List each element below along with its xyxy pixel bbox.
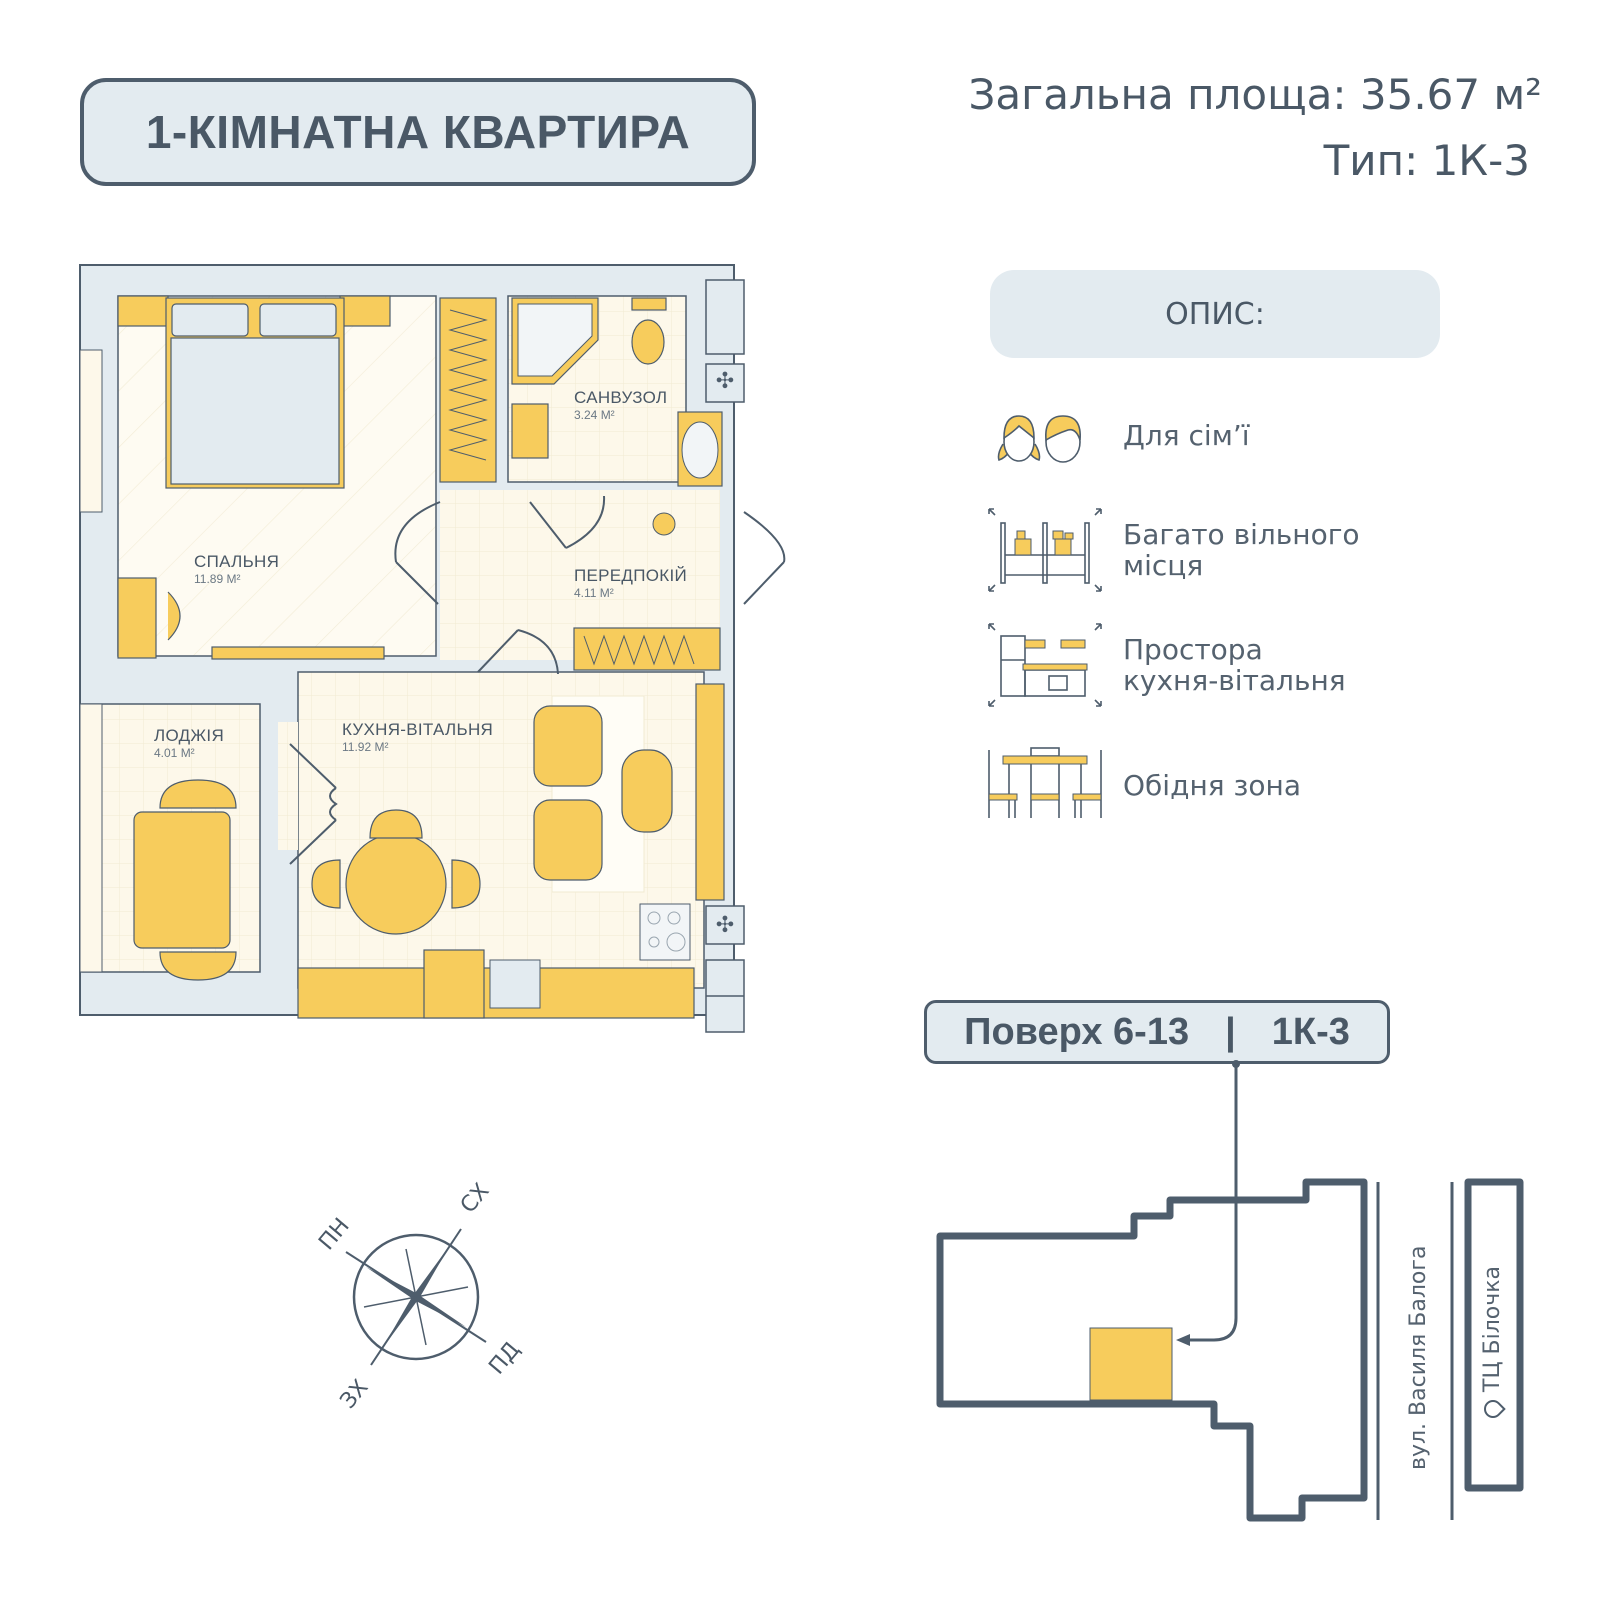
- total-area: Загальна площа: 35.67 м²: [968, 70, 1542, 119]
- apartment-type: Тип: 1К-3: [1323, 136, 1530, 185]
- feature-kitchen: Простора кухня-вітальня: [985, 620, 1346, 710]
- floor-plan: ✣ ✣: [79, 264, 786, 1033]
- storage-space-icon: [988, 508, 1102, 592]
- floor-badge: Поверх 6-13 | 1К-3: [924, 1000, 1390, 1064]
- family-icon: [997, 415, 1081, 463]
- site-plan: [936, 1060, 1524, 1522]
- apartment-title-box: 1-КІМНАТНА КВАРТИРА: [80, 78, 756, 186]
- dining-table-icon: [988, 747, 1102, 818]
- room-loggia: ЛОДЖІЯ 4.01 М²: [154, 726, 225, 760]
- landmark-label: ТЦ Білочка: [1479, 1266, 1506, 1422]
- description-heading: ОПИС:: [990, 270, 1440, 358]
- room-kitchen-living: КУХНЯ-ВІТАЛЬНЯ 11.92 М²: [342, 720, 494, 754]
- feature-label: Для сім’ї: [1123, 418, 1250, 452]
- feature-label: Простора кухня-вітальня: [1123, 633, 1346, 697]
- room-bedroom: СПАЛЬНЯ 11.89 М²: [194, 552, 280, 586]
- feature-family: Для сім’ї: [985, 390, 1250, 480]
- svg-text:✣: ✣: [716, 913, 734, 938]
- floor-unit-type: 1К-3: [1271, 1010, 1350, 1053]
- floor-range: Поверх 6-13: [964, 1010, 1190, 1053]
- location-pin-icon: [1479, 1396, 1506, 1422]
- feature-label: Обідня зона: [1123, 768, 1301, 802]
- feature-dining: Обідня зона: [985, 740, 1301, 830]
- bed: [117, 295, 497, 660]
- room-hallway: ПЕРЕДПОКІЙ 4.11 М²: [574, 566, 688, 600]
- feature-label: Багато вільного місця: [1123, 518, 1360, 582]
- feature-storage: Багато вільного місця: [985, 505, 1360, 595]
- compass-icon: [345, 1228, 487, 1366]
- floor-separator: |: [1225, 1010, 1236, 1053]
- room-bathroom: САНВУЗОЛ 3.24 М²: [574, 388, 668, 422]
- kitchen-living-icon: [988, 623, 1102, 707]
- svg-text:✣: ✣: [716, 369, 734, 394]
- apartment-title: 1-КІМНАТНА КВАРТИРА: [145, 106, 691, 158]
- street-label: вул. Василя Балога: [1406, 1245, 1431, 1470]
